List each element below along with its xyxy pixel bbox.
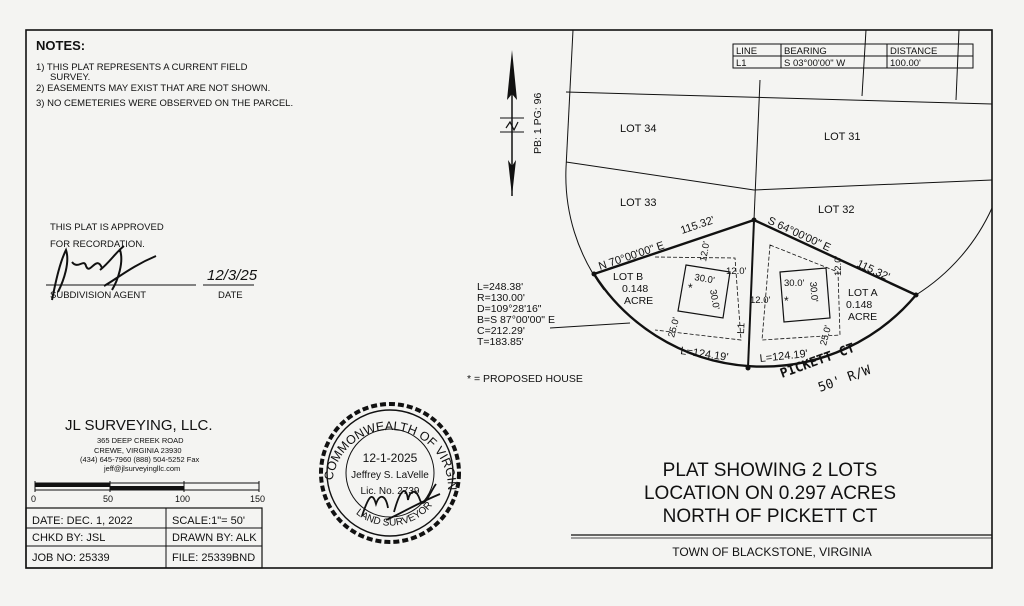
title-block-drawn: DRAWN BY: ALK (172, 532, 257, 544)
curve-data: L=248.38' R=130.00' D=109°28'16" B=S 87°… (477, 281, 555, 348)
company-address2: CREWE, VIRGINIA 23930 (94, 446, 182, 455)
line-table-header-distance: DISTANCE (890, 46, 937, 57)
seal-license-number: Lic. No. 2739 (361, 486, 420, 497)
lot-a-area-unit: ACRE (848, 311, 877, 323)
curve-leader (549, 322, 631, 329)
drawing-border (25, 29, 993, 569)
curve-delta: D=109°28'16" (477, 303, 542, 315)
curve-tangent: T=183.85' (477, 336, 524, 348)
setback-a-front: 25.0' (818, 324, 834, 347)
approval-date-value: 12/3/25 (207, 267, 258, 284)
lot-33-label: LOT 33 (620, 197, 657, 209)
approval-line1: THIS PLAT IS APPROVED (50, 222, 164, 233)
line-table-cell-line: L1 (736, 58, 747, 69)
scale-label-0: 0 (31, 494, 36, 504)
north-reference: PB: 1 PG: 96 (532, 93, 544, 154)
house-b-width: 30.0' (693, 272, 715, 286)
house-a-star: * (784, 294, 789, 308)
setback-b-rear: 12.0' (726, 266, 746, 277)
agent-signature (51, 245, 157, 301)
lot-b-label: LOT B (613, 271, 643, 283)
title-block-date: DATE: DEC. 1, 2022 (32, 515, 133, 527)
lot-b-area: 0.148 (622, 283, 648, 295)
seal-date: 12-1-2025 (363, 451, 418, 465)
lot-a-label: LOT A (848, 287, 878, 299)
company-email: jeff@jlsurveyingllc.com (103, 464, 180, 473)
house-b-star: * (688, 281, 693, 295)
title-block-file: FILE: 25339BND (172, 552, 255, 564)
curve-radius: R=130.00' (477, 292, 525, 304)
curve-bearing: B=S 87°00'00" E (477, 314, 555, 326)
approval-date-label: DATE (218, 290, 243, 301)
line-table-header-line: LINE (736, 46, 757, 57)
title-town: TOWN OF BLACKSTONE, VIRGINIA (672, 545, 872, 559)
curve-chord: C=212.29' (477, 325, 525, 337)
lot-a-area: 0.148 (846, 299, 872, 311)
bearing-north-right-distance: 115.32' (855, 258, 892, 284)
bearing-north-right: S 64°00'00" E (766, 215, 833, 254)
approval-line2: FOR RECORDATION. (50, 239, 145, 250)
title-block-scale: SCALE:1"= 50' (172, 515, 245, 527)
plat-title: PLAT SHOWING 2 LOTS LOCATION ON 0.297 AC… (571, 460, 992, 559)
note-3: 3) NO CEMETERIES WERE OBSERVED ON THE PA… (36, 98, 293, 109)
scale-label-50: 50 (103, 494, 113, 504)
title-block-checked: CHKD BY: JSL (32, 532, 105, 544)
title-line2: LOCATION ON 0.297 ACRES (644, 483, 896, 504)
surveyor-signature (361, 483, 441, 521)
title-line1: PLAT SHOWING 2 LOTS (663, 460, 878, 481)
road-right-of-way: 50' R/W (816, 363, 873, 396)
notes-heading: NOTES: (36, 38, 85, 53)
north-arrow-icon (500, 50, 524, 196)
legend-proposed-house: * = PROPOSED HOUSE (467, 373, 583, 385)
lot-34-label: LOT 34 (620, 123, 657, 135)
company-phones: (434) 645-7960 (888) 504-5252 Fax (80, 455, 199, 464)
proposed-houses (677, 264, 831, 323)
setback-b-side: 12.0' (698, 240, 712, 262)
title-line3: NORTH OF PICKETT CT (663, 506, 878, 527)
setback-b-front: 25.0' (666, 316, 682, 339)
lot-32-label: LOT 32 (818, 204, 855, 216)
seal-surveyor-name: Jeffrey S. LaVelle (351, 470, 429, 481)
subdivision-agent-label: SUBDIVISION AGENT (50, 290, 146, 301)
line-table-cell-bearing: S 03°00'00" W (784, 58, 845, 69)
line-table-header-bearing: BEARING (784, 46, 827, 57)
note-1-cont: SURVEY. (50, 72, 90, 83)
line-l1-label: L1 (736, 322, 747, 334)
line-table: LINE BEARING DISTANCE L1 S 03°00'00" W 1… (732, 43, 974, 69)
arc-length-right: L=124.19' (759, 348, 808, 365)
note-1: 1) THIS PLAT REPRESENTS A CURRENT FIELD (36, 62, 248, 73)
line-table-cell-distance: 100.00' (890, 58, 921, 69)
company-name: JL SURVEYING, LLC. (65, 417, 213, 434)
subject-parcel (591, 217, 919, 371)
bearing-north-left: N 70°00'00" E (597, 240, 666, 273)
setback-lines (654, 244, 841, 341)
scale-label-150: 150 (250, 494, 265, 504)
scale-bar: 0 50 100 150 (31, 481, 265, 504)
title-block: DATE: DEC. 1, 2022 SCALE:1"= 50' CHKD BY… (25, 507, 263, 569)
curve-length: L=248.38' (477, 281, 523, 293)
scale-label-100: 100 (175, 494, 190, 504)
setback-a-rear: 12.0' (833, 256, 844, 276)
house-a-depth: 30.0' (807, 281, 820, 302)
lot-31-label: LOT 31 (824, 131, 861, 143)
arc-length-left: L=124.19' (680, 345, 729, 364)
lot-b-area-unit: ACRE (624, 295, 653, 307)
note-2: 2) EASEMENTS MAY EXIST THAT ARE NOT SHOW… (36, 83, 270, 94)
setback-a-side: 12.0' (750, 295, 770, 306)
company-address1: 365 DEEP CREEK ROAD (97, 436, 184, 445)
house-b-depth: 30.0' (707, 289, 721, 311)
house-a-width: 30.0' (784, 278, 804, 289)
title-block-job: JOB NO: 25339 (32, 552, 110, 564)
